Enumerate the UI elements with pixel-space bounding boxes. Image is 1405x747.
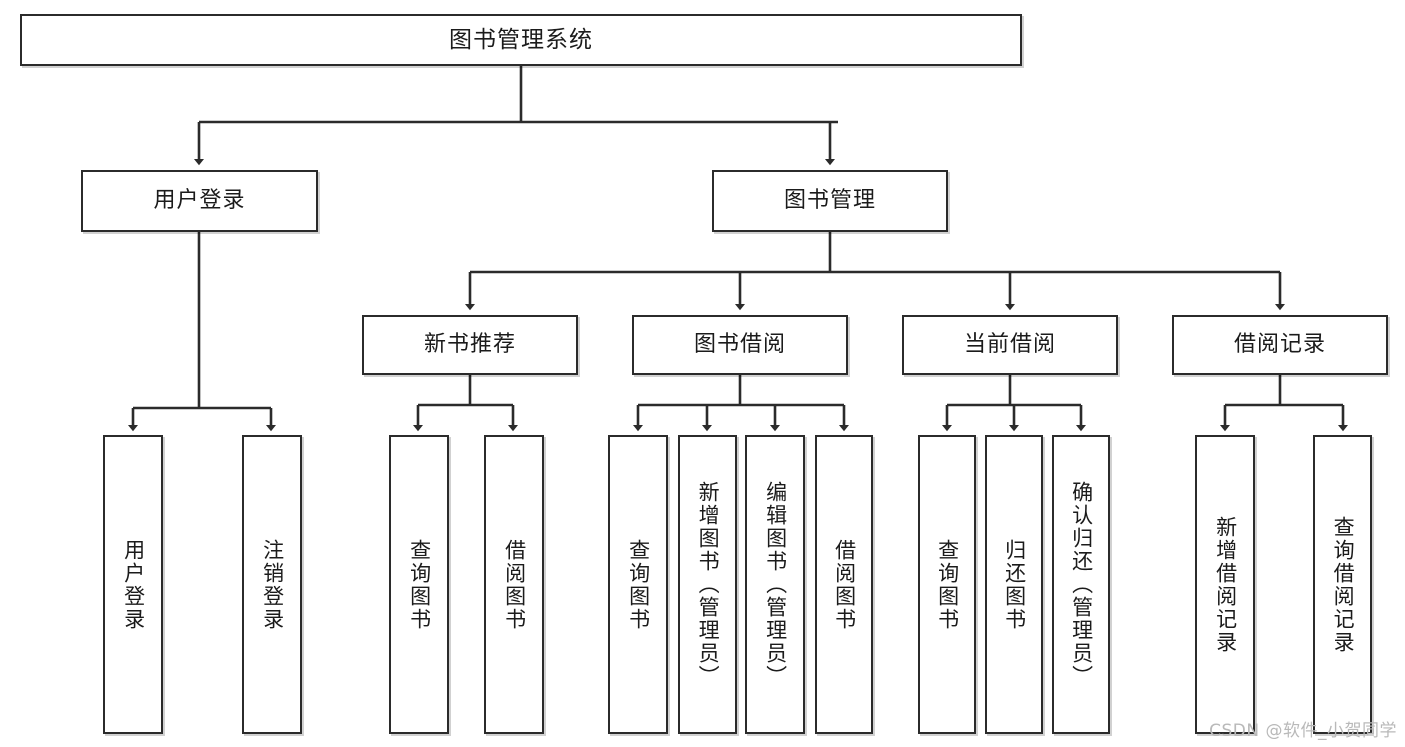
node-current-borrow[interactable]: 当前借阅 [902,315,1118,375]
node-label: 查询图书 [626,538,651,631]
leaf-borrow-borrow-book[interactable]: 借阅图书 [815,435,873,734]
leaf-record-query-record[interactable]: 查询借阅记录 [1313,435,1372,734]
node-label: 借阅图书 [832,538,857,631]
node-label: 当前借阅 [963,331,1056,357]
node-label: 图书借阅 [693,331,786,357]
node-new-book-recommend[interactable]: 新书推荐 [362,315,578,375]
leaf-recommend-query-book[interactable]: 查询图书 [389,435,449,734]
node-label: 查询图书 [935,538,960,631]
node-book-management[interactable]: 图书管理 [712,170,948,232]
leaf-record-add-record[interactable]: 新增借阅记录 [1195,435,1255,734]
leaf-borrow-query-book[interactable]: 查询图书 [608,435,668,734]
node-label: 编辑图书（管理员） [763,481,788,688]
node-label: 注销登录 [260,538,285,631]
node-label: 借阅记录 [1233,331,1326,357]
leaf-borrow-add-book-admin[interactable]: 新增图书（管理员） [678,435,737,734]
node-label: 新增图书（管理员） [696,481,721,688]
node-root-system[interactable]: 图书管理系统 [20,14,1022,66]
node-label: 借阅图书 [502,538,527,631]
node-label: 确认归还（管理员） [1069,481,1094,688]
leaf-current-query-book[interactable]: 查询图书 [918,435,976,734]
node-label: 图书管理系统 [449,26,593,53]
leaf-recommend-borrow-book[interactable]: 借阅图书 [484,435,544,734]
node-borrow-record[interactable]: 借阅记录 [1172,315,1388,375]
watermark-text: CSDN @软件_小贺同学 [1209,721,1397,741]
node-label: 查询借阅记录 [1331,515,1356,654]
leaf-borrow-edit-book-admin[interactable]: 编辑图书（管理员） [745,435,805,734]
node-label: 用户登录 [153,187,246,213]
node-label: 图书管理 [783,187,876,213]
leaf-user-login-logout[interactable]: 注销登录 [242,435,302,734]
node-book-borrow[interactable]: 图书借阅 [632,315,848,375]
node-label: 新增借阅记录 [1213,515,1238,654]
leaf-current-confirm-return-admin[interactable]: 确认归还（管理员） [1052,435,1110,734]
node-user-login[interactable]: 用户登录 [81,170,318,232]
leaf-current-return-book[interactable]: 归还图书 [985,435,1043,734]
node-label: 用户登录 [121,538,146,631]
node-label: 归还图书 [1002,538,1027,631]
leaf-user-login-login[interactable]: 用户登录 [103,435,163,734]
node-label: 查询图书 [407,538,432,631]
node-label: 新书推荐 [423,331,516,357]
